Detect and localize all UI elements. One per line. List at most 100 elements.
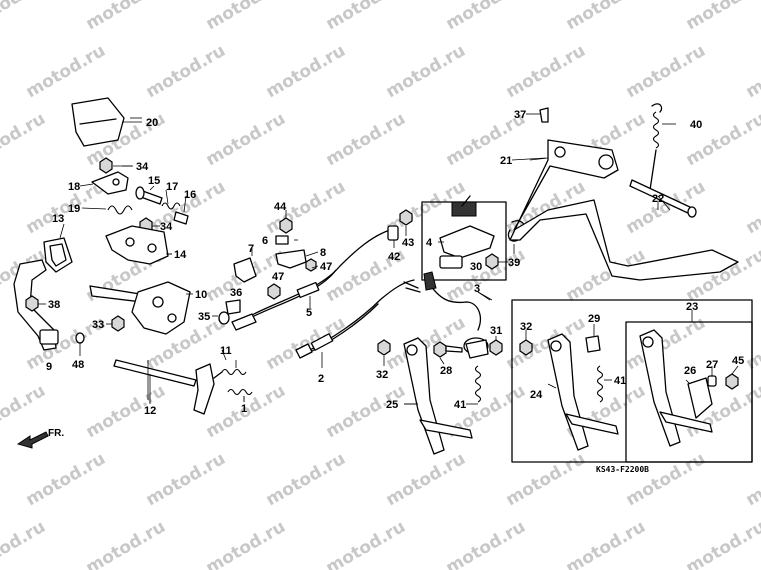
leader-lines bbox=[38, 113, 739, 405]
watermark-text: motod.ru bbox=[743, 177, 761, 238]
front-label: FR. bbox=[48, 428, 64, 439]
watermark-text: motod.ru bbox=[23, 177, 109, 238]
part-18-plate bbox=[79, 171, 129, 195]
part-22-pivot-shaft bbox=[629, 179, 697, 218]
part-23-side-stand bbox=[639, 329, 713, 447]
watermark-text: motod.ru bbox=[203, 517, 289, 570]
part-4-stand-switch bbox=[421, 195, 507, 281]
callout-29: 29 bbox=[588, 313, 600, 325]
watermark-text: motod.ru bbox=[0, 0, 49, 34]
watermark-text: motod.ru bbox=[383, 41, 469, 102]
callout-2: 2 bbox=[318, 373, 324, 385]
part-6-clip bbox=[275, 235, 289, 245]
watermark-text: motod.ru bbox=[323, 381, 409, 442]
diagram-code: KS43-F2200B bbox=[596, 465, 649, 474]
callout-20: 20 bbox=[146, 117, 158, 129]
watermark-text: motod.ru bbox=[203, 109, 289, 170]
callout-26: 26 bbox=[684, 365, 696, 377]
callout-43: 43 bbox=[402, 237, 414, 249]
part-16-bolt bbox=[173, 211, 189, 225]
callout-37: 37 bbox=[514, 109, 526, 121]
watermark-text: motod.ru bbox=[623, 41, 709, 102]
watermark-text: motod.ru bbox=[683, 517, 761, 570]
callout-45: 45 bbox=[732, 355, 744, 367]
part-37-bolt bbox=[539, 107, 549, 123]
callout-22: 22 bbox=[652, 193, 664, 205]
part-30-nut bbox=[485, 253, 499, 270]
part-26-pad bbox=[687, 377, 713, 419]
watermark-text: motod.ru bbox=[0, 381, 49, 442]
part-40-spring bbox=[649, 103, 663, 191]
callout-3: 3 bbox=[474, 283, 480, 295]
part-24-side-stand bbox=[547, 333, 619, 451]
part-35-washer bbox=[218, 311, 230, 325]
watermark-text: motod.ru bbox=[263, 449, 349, 510]
part-7-bracket bbox=[233, 248, 257, 283]
watermark-text: motod.ru bbox=[443, 517, 529, 570]
watermark-text: motod.ru bbox=[323, 0, 409, 34]
callout-4: 4 bbox=[426, 237, 433, 249]
part-20-cover bbox=[71, 97, 142, 147]
callout-34b: 34 bbox=[160, 221, 173, 233]
watermark-text: motod.ru bbox=[83, 517, 169, 570]
part-13-rubber bbox=[43, 237, 73, 273]
watermark-text: motod.ru bbox=[503, 41, 589, 102]
watermark-text: motod.ru bbox=[563, 0, 649, 34]
callout-12: 12 bbox=[144, 405, 156, 417]
part-5-cable bbox=[231, 229, 391, 331]
watermark-text: motod.ru bbox=[263, 313, 349, 374]
callout-6: 6 bbox=[262, 235, 268, 247]
callout-24: 24 bbox=[530, 389, 543, 401]
part-31-bolt bbox=[489, 339, 503, 356]
watermark-text: motod.ru bbox=[503, 449, 589, 510]
part-10-housing bbox=[89, 281, 191, 335]
part-48-washer bbox=[75, 332, 85, 356]
watermark-text: motod.ru bbox=[83, 0, 169, 34]
watermark-text: motod.ru bbox=[23, 41, 109, 102]
part-9-pedal-arm bbox=[13, 259, 59, 351]
part-2-cable bbox=[295, 279, 421, 359]
callout-13: 13 bbox=[52, 213, 64, 225]
part-41b-spring bbox=[596, 365, 604, 403]
callout-42: 42 bbox=[388, 251, 400, 263]
callout-41a: 41 bbox=[454, 399, 466, 411]
part-32b-nut bbox=[519, 339, 533, 356]
front-direction-arrow bbox=[16, 431, 49, 449]
part-32a-nut bbox=[377, 339, 391, 356]
callout-21: 21 bbox=[500, 155, 512, 167]
part-44-screw bbox=[279, 210, 293, 234]
part-45-bolt bbox=[725, 373, 739, 390]
callout-40: 40 bbox=[690, 119, 702, 131]
callout-30: 30 bbox=[470, 261, 482, 273]
part-21-main-stand bbox=[509, 139, 739, 281]
part-19-spring bbox=[81, 205, 133, 215]
callout-47b: 47 bbox=[320, 261, 332, 273]
watermark-text: motod.ru bbox=[0, 517, 49, 570]
callout-44: 44 bbox=[274, 201, 287, 213]
part-29-bolt bbox=[585, 335, 601, 353]
watermark-text: motod.ru bbox=[683, 0, 761, 34]
callout-17: 17 bbox=[166, 181, 178, 193]
part-15-pin bbox=[135, 186, 163, 205]
part-33-bolt bbox=[111, 315, 125, 332]
part-8-bracket bbox=[275, 249, 307, 269]
part-41a-spring bbox=[474, 365, 482, 403]
watermark-text: motod.ru bbox=[23, 449, 109, 510]
variant-box-inner bbox=[625, 321, 753, 463]
callout-36: 36 bbox=[230, 287, 242, 299]
callout-18: 18 bbox=[68, 181, 80, 193]
part-34-nut bbox=[99, 157, 132, 174]
part-11-spring bbox=[213, 360, 247, 379]
part-28-bolt bbox=[433, 341, 463, 358]
callout-33: 33 bbox=[92, 319, 104, 331]
callout-32b: 32 bbox=[520, 321, 532, 333]
part-47-bolt bbox=[267, 258, 317, 300]
watermark-text: motod.ru bbox=[383, 449, 469, 510]
part-38-nut bbox=[25, 295, 39, 312]
callout-35: 35 bbox=[198, 311, 210, 323]
watermark-text: motod.ru bbox=[323, 517, 409, 570]
callout-28: 28 bbox=[440, 365, 452, 377]
watermark-text: motod.ru bbox=[443, 0, 529, 34]
